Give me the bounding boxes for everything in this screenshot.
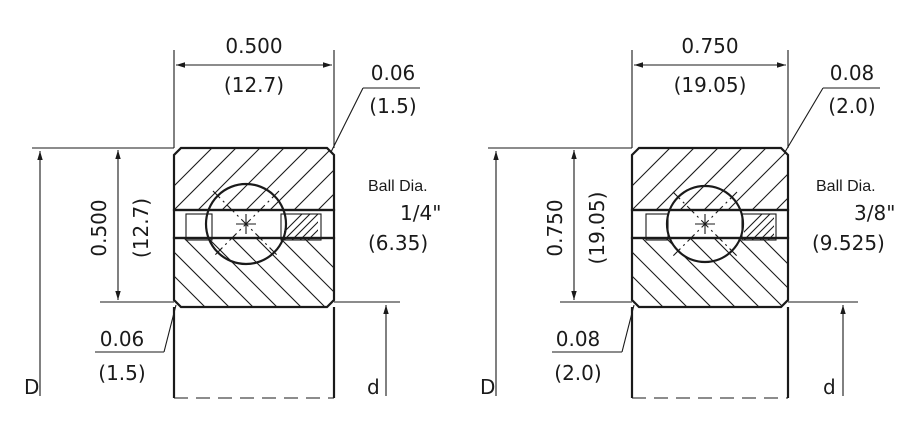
inner-race-hatch: [174, 238, 334, 307]
chamfer-top-mm: (2.0): [828, 94, 875, 118]
width-inch: 0.500: [225, 34, 282, 58]
inner-diameter-label: d: [823, 375, 836, 399]
cage-hatch: [744, 214, 774, 240]
ball-dia-inch: 1/4": [400, 201, 441, 225]
outer-race-hatch: [174, 148, 334, 210]
outer-diameter-label: D: [24, 375, 39, 399]
ball-dia-mm: (6.35): [368, 231, 428, 255]
chamfer-top-inch: 0.06: [371, 61, 416, 85]
outer-race: [172, 146, 336, 212]
height-inch: 0.500: [87, 199, 111, 256]
bearing-right: 0.750 (19.05) 0.08 (2.0): [480, 34, 895, 399]
chamfer-bottom-mm: (2.0): [554, 361, 601, 385]
inner-diameter-label: d: [367, 375, 380, 399]
width-inch: 0.750: [681, 34, 738, 58]
cage-hatch: [284, 214, 318, 240]
width-mm: (12.7): [224, 73, 284, 97]
cage-left: [185, 213, 213, 241]
inner-race: [630, 236, 790, 309]
ball-dia-label: Ball Dia.: [368, 178, 428, 195]
race-gap: [630, 208, 790, 240]
ball: [204, 182, 288, 266]
width-mm: (19.05): [674, 73, 747, 97]
cage-right: [741, 213, 777, 241]
outer-race: [630, 146, 790, 212]
chamfer-top-inch: 0.08: [830, 61, 875, 85]
ball: [665, 184, 745, 264]
ball-dia-label: Ball Dia.: [816, 178, 876, 195]
chamfer-bottom-inch: 0.08: [556, 327, 601, 351]
outer-diameter-label: D: [480, 375, 495, 399]
inner-race-hatch: [632, 238, 788, 307]
ball-dia-mm: (9.525): [812, 231, 885, 255]
height-mm: (19.05): [585, 192, 609, 265]
cage-left: [645, 213, 669, 241]
height-inch: 0.750: [543, 199, 567, 256]
cage-right: [280, 213, 322, 241]
chamfer-top-mm: (1.5): [369, 94, 416, 118]
chamfer-bottom-mm: (1.5): [98, 361, 145, 385]
race-gap: [172, 208, 336, 240]
ball-dia-inch: 3/8": [854, 201, 895, 225]
inner-race: [172, 236, 336, 309]
height-mm: (12.7): [129, 198, 153, 258]
bearing-left: 0.500 (12.7) 0.06 (1.5): [24, 34, 441, 399]
outer-race-hatch: [632, 148, 788, 210]
chamfer-bottom-inch: 0.06: [100, 327, 145, 351]
